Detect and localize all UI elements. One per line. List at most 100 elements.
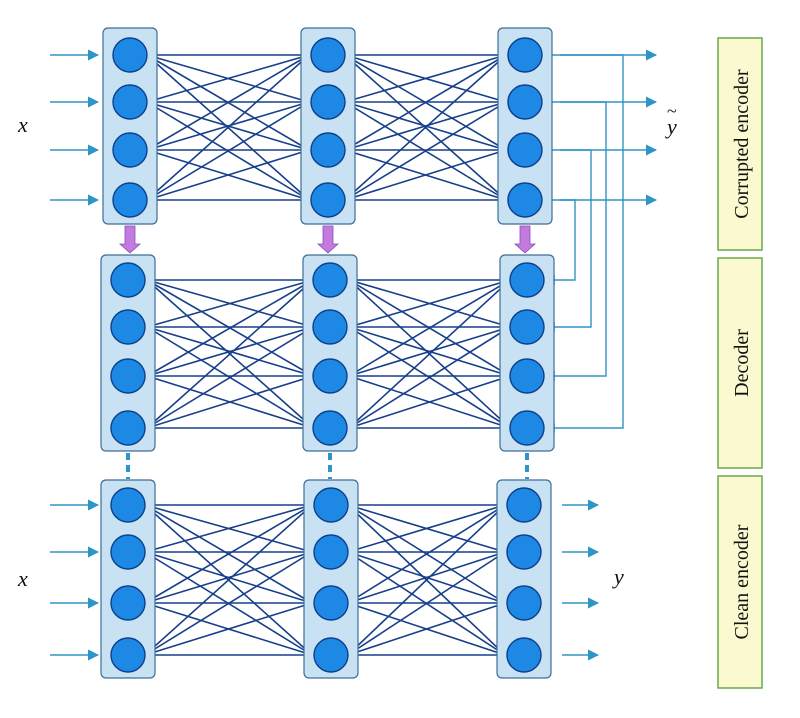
clean-layer-box-1 bbox=[303, 479, 359, 679]
corrupted-node-1-0 bbox=[310, 37, 346, 73]
clean-node-0-0 bbox=[110, 487, 146, 523]
decoder-node-2-1 bbox=[509, 309, 545, 345]
skip-connection-3 bbox=[542, 199, 576, 285]
corrupted-node-2-0 bbox=[507, 37, 543, 73]
decoder-edge-1-2-1 bbox=[348, 326, 511, 378]
decoder-node-1-3 bbox=[312, 410, 348, 446]
decoder-node-0-0 bbox=[110, 262, 146, 298]
clean-node-1-2 bbox=[313, 585, 349, 621]
decoder-label-box: Decoder bbox=[717, 257, 763, 469]
clean-edge-0-1-0 bbox=[144, 503, 313, 553]
decoder-node-1-2 bbox=[312, 358, 348, 394]
decoder-node-2-0 bbox=[509, 262, 545, 298]
corrupted-edge-0-1-0 bbox=[146, 53, 310, 103]
corrupted-encoder-label: Corrupted encoder bbox=[731, 69, 753, 219]
input-label-bottom: x bbox=[17, 566, 28, 591]
clean-encoder-label: Clean encoder bbox=[731, 524, 753, 639]
clean-edge-1-2-0 bbox=[347, 504, 506, 604]
decoder-edge-0-2-1 bbox=[146, 326, 314, 378]
decoder-layer-box-2 bbox=[499, 254, 555, 452]
decoder-edge-0-1-0 bbox=[146, 279, 314, 329]
decoder-node-1-0 bbox=[312, 262, 348, 298]
decoder-edge-1-3-0 bbox=[348, 279, 511, 429]
clean-edge-1-3-2 bbox=[347, 601, 506, 656]
corrupted-node-0-3 bbox=[112, 182, 148, 218]
corrupted-edge-0-3-2 bbox=[146, 148, 310, 201]
clean-edge-0-3-2 bbox=[144, 601, 313, 656]
transfer-arrow-0 bbox=[118, 225, 142, 254]
clean-node-1-0 bbox=[313, 487, 349, 523]
corrupted-layer-box-1 bbox=[300, 27, 356, 225]
clean-edge-1-3-0 bbox=[347, 504, 506, 656]
clean-encoder-label-box: Clean encoder bbox=[717, 475, 763, 689]
clean-node-0-3 bbox=[110, 637, 146, 673]
clean-node-0-2 bbox=[110, 585, 146, 621]
decoder-node-0-1 bbox=[110, 309, 146, 345]
corrupted-edge-1-1-0 bbox=[344, 53, 507, 103]
clean-layer-2 bbox=[496, 479, 552, 679]
decoder-node-2-2 bbox=[509, 358, 545, 394]
clean-node-0-1 bbox=[110, 534, 146, 570]
transfer-arrow-1 bbox=[316, 225, 340, 254]
clean-node-2-3 bbox=[506, 637, 542, 673]
corrupted-node-0-1 bbox=[112, 84, 148, 120]
corrupted-edge-1-2-0 bbox=[344, 54, 507, 151]
decoder-edge-1-2-0 bbox=[348, 279, 511, 377]
decoder-node-2-3 bbox=[509, 410, 545, 446]
corrupted-node-1-1 bbox=[310, 84, 346, 120]
corrupted-node-2-2 bbox=[507, 132, 543, 168]
decoder-edge-0-2-0 bbox=[146, 279, 314, 377]
corrupted-edge-0-3-1 bbox=[146, 101, 310, 201]
output-noisy-tilde: ~ bbox=[667, 101, 677, 121]
decoder-layer-2 bbox=[499, 254, 555, 452]
corrupted-layer-box-0 bbox=[102, 27, 158, 225]
output-noisy-label: y bbox=[665, 114, 677, 139]
clean-edge-1-1-0 bbox=[347, 503, 506, 553]
clean-layer-1 bbox=[303, 479, 359, 679]
clean-node-2-1 bbox=[506, 534, 542, 570]
corrupted-node-1-3 bbox=[310, 182, 346, 218]
corrupted-layer-1 bbox=[300, 27, 356, 225]
transfer-arrow-2 bbox=[513, 225, 537, 254]
decoder-edge-0-3-0 bbox=[146, 279, 314, 429]
connection-edges bbox=[144, 51, 511, 659]
decoder-edge-1-1-0 bbox=[348, 279, 511, 329]
decoder-layer-1 bbox=[302, 254, 358, 452]
clean-node-2-2 bbox=[506, 585, 542, 621]
decoder-layer-box-1 bbox=[302, 254, 358, 452]
corrupted-layer-0 bbox=[102, 27, 158, 225]
corrupted-edge-1-3-1 bbox=[344, 101, 507, 201]
decoder-node-1-1 bbox=[312, 309, 348, 345]
decoder-edge-1-3-1 bbox=[348, 326, 511, 429]
clean-node-2-0 bbox=[506, 487, 542, 523]
corrupted-node-0-0 bbox=[112, 37, 148, 73]
corrupted-edge-0-2-1 bbox=[146, 100, 310, 151]
layer-links bbox=[118, 225, 537, 479]
corrupted-edge-0-3-0 bbox=[146, 54, 310, 201]
decoder-layer-box-0 bbox=[100, 254, 156, 452]
corrupted-node-2-1 bbox=[507, 84, 543, 120]
decoder-layer-0 bbox=[100, 254, 156, 452]
corrupted-edge-1-3-2 bbox=[344, 148, 507, 201]
corrupted-layer-2 bbox=[497, 27, 553, 225]
clean-node-1-1 bbox=[313, 534, 349, 570]
clean-edge-0-2-1 bbox=[144, 550, 313, 604]
decoder-edge-1-3-2 bbox=[348, 375, 511, 430]
corrupted-node-1-2 bbox=[310, 132, 346, 168]
clean-edge-1-3-1 bbox=[347, 551, 506, 656]
clean-node-1-3 bbox=[313, 637, 349, 673]
clean-edge-1-2-1 bbox=[347, 550, 506, 604]
decoder-node-0-2 bbox=[110, 358, 146, 394]
clean-edge-0-2-0 bbox=[144, 504, 313, 604]
clean-layer-0 bbox=[100, 479, 156, 679]
decoder-label: Decoder bbox=[731, 329, 753, 397]
decoder-node-0-3 bbox=[110, 410, 146, 446]
corrupted-edge-1-2-1 bbox=[344, 100, 507, 151]
clean-layer-box-2 bbox=[496, 479, 552, 679]
corrupted-layer-box-2 bbox=[497, 27, 553, 225]
io-arrows bbox=[50, 49, 658, 661]
layers bbox=[100, 27, 555, 679]
corrupted-node-0-2 bbox=[112, 132, 148, 168]
